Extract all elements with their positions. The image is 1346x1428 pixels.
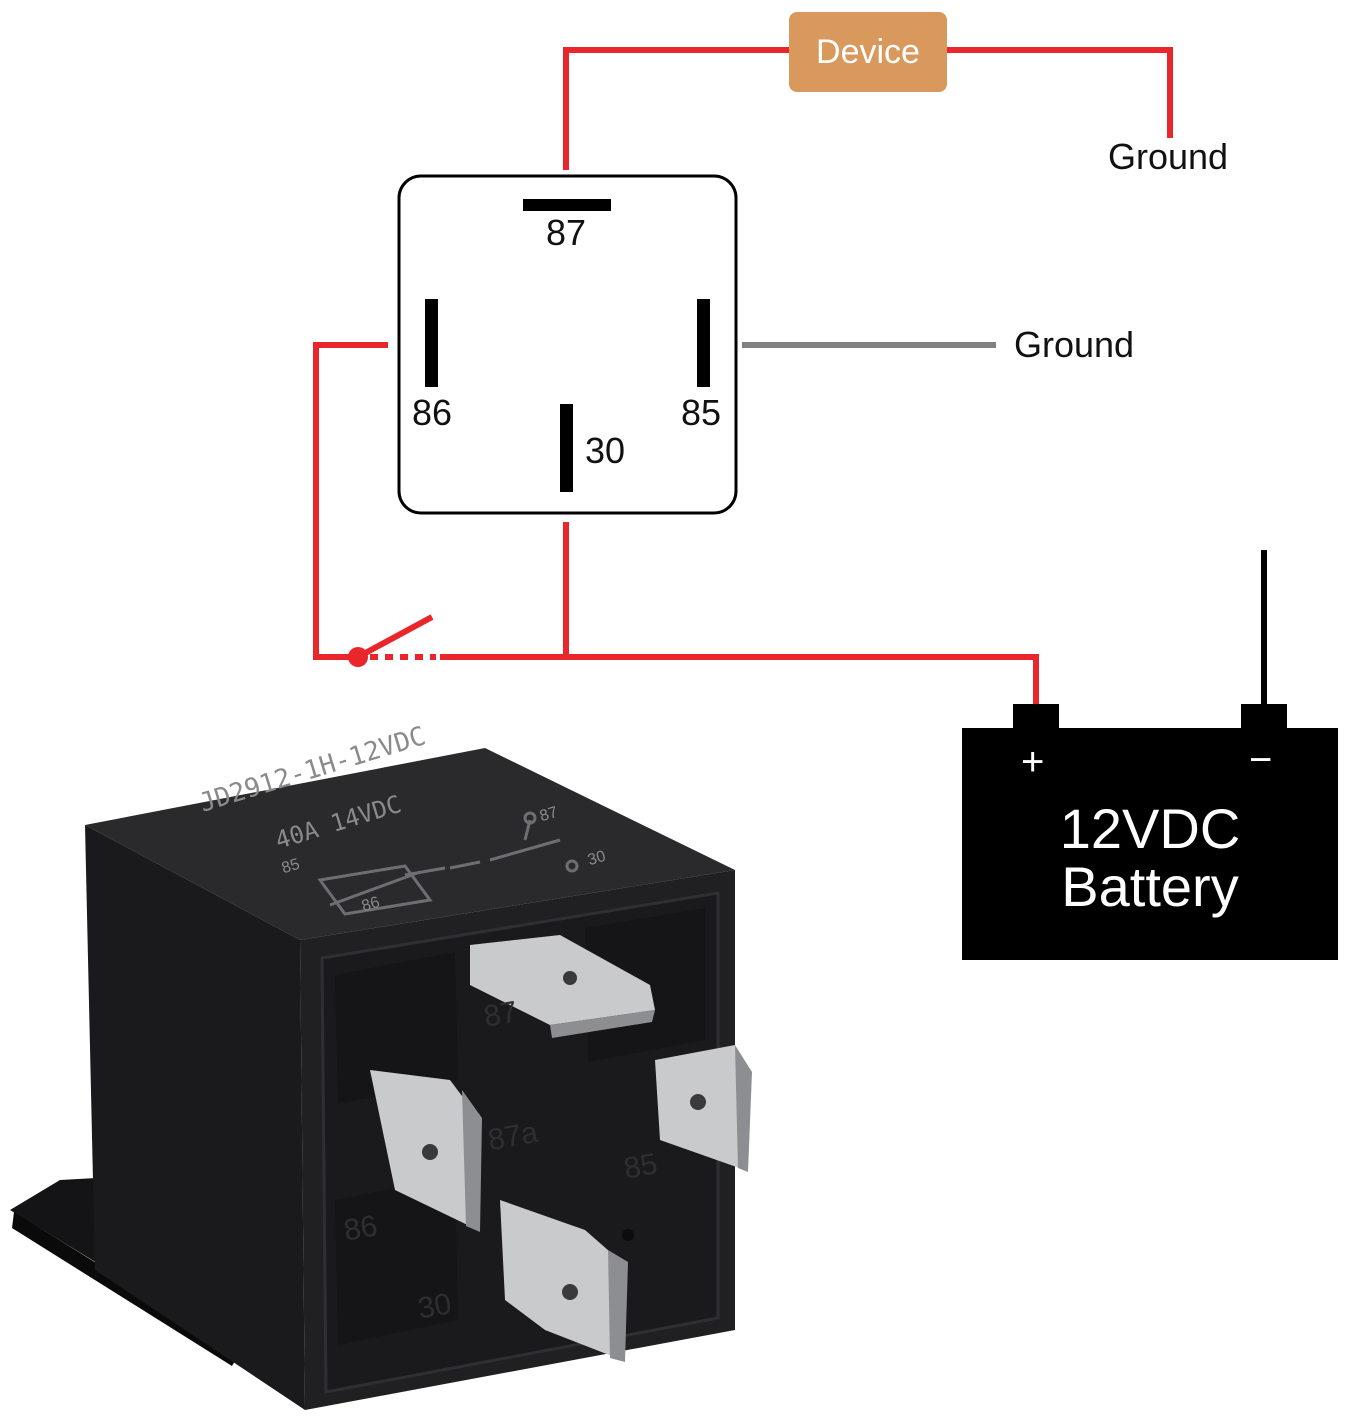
relay-base-marking-85: 85 — [621, 1147, 660, 1186]
wire-86-to-switch — [313, 342, 388, 660]
relay-pin-30-label: 30 — [585, 430, 626, 471]
relay-base-marking-87: 87 — [481, 995, 520, 1034]
wire-switch-to-battery-plus — [440, 654, 1039, 706]
battery-terminal-plus — [1013, 704, 1059, 730]
relay-pin-87-bar — [523, 199, 611, 211]
battery-minus-sign: − — [1249, 738, 1273, 782]
relay-pin-85-label: 85 — [681, 392, 722, 433]
device-box: Device — [789, 12, 947, 92]
relay-symbol-box — [397, 174, 738, 515]
relay-pin-87-label: 87 — [546, 212, 587, 253]
relay-base-marking-86: 86 — [341, 1209, 380, 1248]
ground-label-device: Ground — [1108, 136, 1229, 177]
relay-photo — [10, 748, 752, 1410]
relay-pin-86-label: 86 — [412, 392, 453, 433]
relay-top-face — [85, 748, 735, 940]
battery-label: 12VDC Battery — [962, 800, 1338, 916]
relay-pin-30-bar — [560, 404, 573, 492]
relay-pin-86-bar — [425, 299, 438, 387]
wire-device-to-ground — [946, 47, 1173, 138]
battery-label-type: Battery — [1061, 855, 1239, 918]
relay-side-face — [85, 825, 305, 1410]
battery — [962, 728, 1338, 960]
relay-pin-85-bar — [697, 299, 710, 387]
battery-plus-sign: + — [1021, 740, 1045, 784]
terminal-30 — [500, 1200, 625, 1360]
ground-label-pin85: Ground — [1014, 324, 1135, 365]
device-label: Device — [816, 32, 920, 71]
battery-label-voltage: 12VDC — [1059, 797, 1241, 860]
relay-base-marking-30: 30 — [415, 1287, 454, 1326]
switch-lever — [356, 614, 434, 660]
terminal-87 — [470, 935, 655, 1025]
battery-terminal-minus — [1241, 704, 1287, 730]
wire-87-to-device — [563, 47, 790, 170]
